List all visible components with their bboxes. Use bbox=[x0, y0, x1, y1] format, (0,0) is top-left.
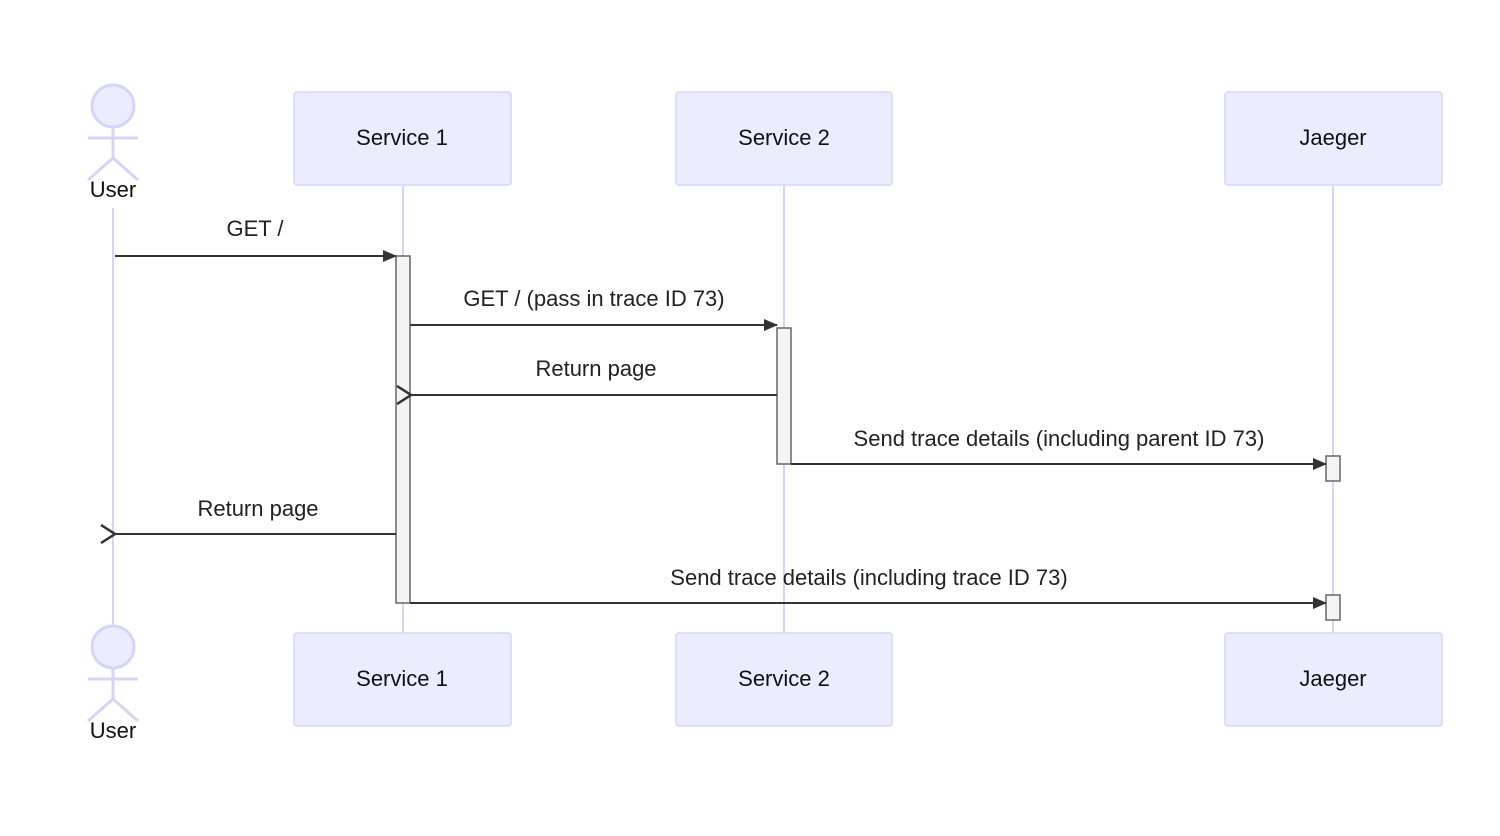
actor-label: User bbox=[90, 718, 136, 743]
participant-label: Service 2 bbox=[738, 125, 830, 150]
actor-label: User bbox=[90, 177, 136, 202]
message-3: Return page bbox=[411, 356, 777, 395]
actor-user-bottom: User bbox=[87, 624, 139, 743]
message-label: Send trace details (including parent ID … bbox=[854, 426, 1265, 451]
message-label: Send trace details (including trace ID 7… bbox=[670, 565, 1067, 590]
participant-jaeger-bottom: Jaeger bbox=[1224, 632, 1443, 727]
message-5: Return page bbox=[115, 496, 396, 534]
participant-label: Jaeger bbox=[1299, 125, 1366, 150]
participant-label: Jaeger bbox=[1299, 666, 1366, 691]
message-label: Return page bbox=[535, 356, 656, 381]
message-6: Send trace details (including trace ID 7… bbox=[410, 565, 1327, 609]
message-label: GET / bbox=[226, 216, 284, 241]
actor-head-icon bbox=[90, 83, 136, 129]
message-4: Send trace details (including parent ID … bbox=[791, 426, 1327, 470]
activation-jaeger-1 bbox=[1325, 455, 1341, 482]
participant-service1-top: Service 1 bbox=[293, 91, 512, 186]
activation-jaeger-2 bbox=[1325, 594, 1341, 621]
message-1: GET / bbox=[115, 216, 397, 262]
activation-service2 bbox=[776, 327, 792, 465]
actor-user-top: User bbox=[87, 83, 139, 202]
participant-jaeger-top: Jaeger bbox=[1224, 91, 1443, 186]
participant-label: Service 1 bbox=[356, 125, 448, 150]
message-label: Return page bbox=[197, 496, 318, 521]
actor-head-icon bbox=[90, 624, 136, 670]
participant-service1-bottom: Service 1 bbox=[293, 632, 512, 727]
activation-service1 bbox=[395, 255, 411, 604]
message-2: GET / (pass in trace ID 73) bbox=[410, 286, 778, 331]
participant-label: Service 1 bbox=[356, 666, 448, 691]
message-label: GET / (pass in trace ID 73) bbox=[463, 286, 724, 311]
participant-label: Service 2 bbox=[738, 666, 830, 691]
participant-service2-bottom: Service 2 bbox=[675, 632, 893, 727]
participant-service2-top: Service 2 bbox=[675, 91, 893, 186]
